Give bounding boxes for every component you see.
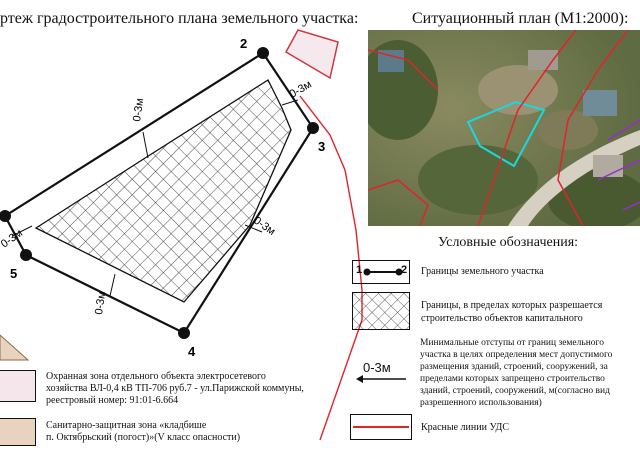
sanitary-zone-corner [0, 334, 30, 361]
neighbour-plot [284, 29, 339, 80]
legend-setback-symbol [356, 375, 406, 383]
vertex-label-3: 3 [318, 139, 325, 154]
legend-power-zone-symbol [0, 370, 36, 402]
vertex-2 [257, 47, 269, 59]
vertex-5 [20, 249, 32, 261]
legend-sanitary-zone-symbol [0, 418, 36, 446]
legend-power-zone-line1: Охранная зона отдельного объекта электро… [46, 371, 266, 382]
setback-label-lower-right: 0-3м [251, 215, 277, 238]
buildable-area [34, 79, 292, 303]
setback-label-top: 0-3м [131, 98, 146, 123]
vertex-label-4: 4 [188, 344, 196, 359]
vertex-label-5: 5 [10, 266, 17, 281]
legend-buildable-line2: строительство объектов капитального [421, 313, 583, 324]
legend-boundary-text: Границы земельного участка [421, 266, 544, 277]
vertex-label-2: 2 [240, 36, 247, 51]
legend-power-zone-line3: реестровый номер: 91:01-6.664 [46, 395, 179, 406]
vertex-1 [0, 210, 11, 222]
legend-setback-label: 0-3м [363, 360, 391, 375]
legend-title: Условные обозначения: [438, 235, 579, 250]
parcel-outline [466, 100, 546, 168]
legend-boundary-from: 1 [356, 264, 363, 276]
legend-buildable-line1: Границы, в пределах которых разрешается [421, 300, 603, 311]
gpzu-drawing: 2 3 4 5 0-3м 0-3м 0-3м 0-3м 0-3м [0, 29, 363, 441]
legend-boundary-symbol: 1 2 [352, 260, 410, 284]
legend-power-zone-line2: хозяйства ВЛ-0,4 кВ ТП-706 руб.7 - ул.Па… [46, 383, 304, 394]
vertex-4 [178, 327, 190, 339]
legend-redline-text: Красные линии УДС [421, 422, 510, 433]
legend-sanitary-line2: п. Октябрьский (погост)»(V класс опаснос… [46, 432, 241, 443]
legend-setback-line5: зданий, строений, сооружений, м(согласно… [420, 386, 610, 396]
legend-setback-line2: участка в целях определения мест допусти… [420, 350, 613, 360]
legend-setback-line1: Минимальные отступы от границ земельного [420, 338, 604, 348]
legend-buildable-symbol [352, 292, 410, 330]
setback-label-bottom: 0-3м [93, 291, 108, 316]
red-line-lower [319, 319, 363, 441]
drawing-title: ртеж градостроительного плана земельного… [0, 10, 359, 27]
setback-ticks [11, 99, 299, 297]
legend-boundary-to: 2 [401, 264, 408, 276]
legend-setback-line3: размещения зданий, строений, сооружений,… [420, 362, 608, 372]
legend-setback-line4: пределами которых запрещено строительств… [420, 374, 605, 384]
legend-setback-line6: разрешенного использования) [420, 398, 542, 408]
situation-plan-image [368, 30, 640, 226]
legend-redline-symbol [350, 414, 412, 440]
parcel-boundary [3, 51, 315, 335]
vertex-3 [307, 122, 319, 134]
legend-sanitary-line1: Санитарно-защитная зона «кладбише [46, 420, 207, 431]
situation-plan-title: Ситуационный план (М1:2000): [412, 10, 629, 27]
